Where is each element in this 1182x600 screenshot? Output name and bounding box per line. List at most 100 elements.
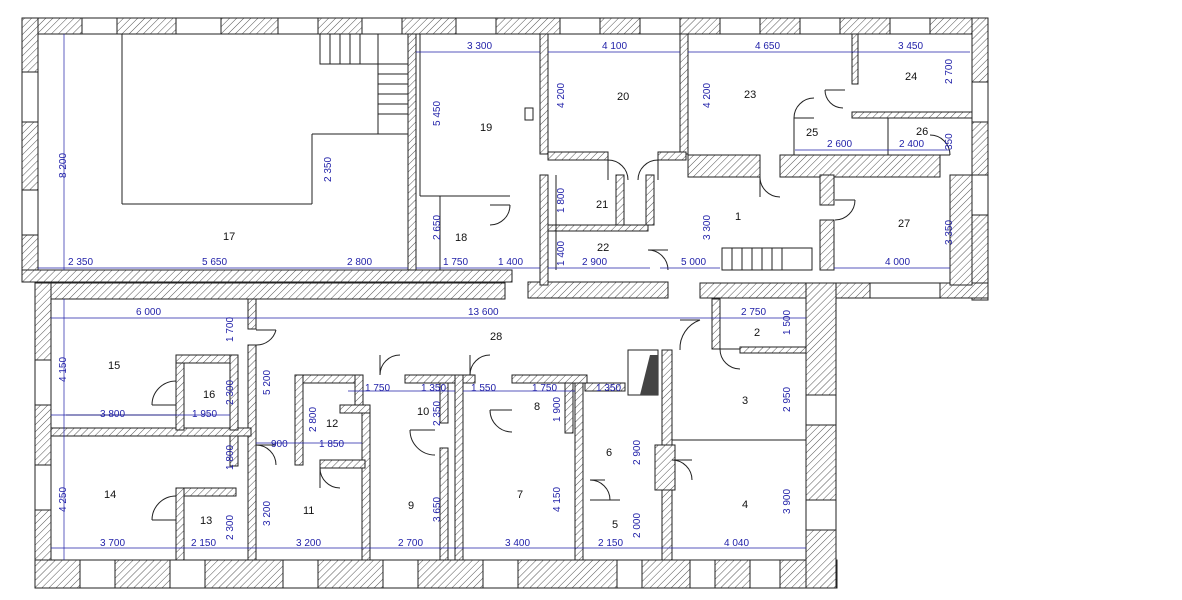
dimension-label: 2 650: [432, 215, 443, 240]
room-label-22: 22: [597, 242, 609, 254]
dimension-label: 2 900: [632, 440, 643, 465]
dimension-label: 2 800: [347, 257, 372, 268]
dimension-label: 1 350: [596, 383, 621, 394]
dimension-label: 2 350: [432, 401, 443, 426]
dimension-label: 4 200: [556, 83, 567, 108]
dimension-label: 1 800: [225, 445, 236, 470]
dimension-label: 1 400: [498, 257, 523, 268]
dimension-label: 2 750: [741, 307, 766, 318]
dimension-label: 2 150: [598, 538, 623, 549]
staircase-upper: [319, 33, 409, 135]
dimension-label: 2 000: [632, 513, 643, 538]
dimension-labels-horizontal: 3 300 4 100 4 650 3 450 2 600 2 400 2 35…: [68, 41, 924, 549]
room-label-3: 3: [742, 395, 748, 407]
dimension-lines: [38, 34, 970, 560]
doors: [151, 89, 951, 521]
dimension-label: 3 300: [702, 215, 713, 240]
room-label-2: 2: [754, 327, 760, 339]
dimension-label: 5 450: [432, 101, 443, 126]
dimension-label: 1 750: [532, 383, 557, 394]
dimension-label: 1 750: [443, 257, 468, 268]
dimension-label: 1 400: [556, 241, 567, 266]
interior-walls-lower: [50, 298, 807, 561]
dimension-label: 3 300: [467, 41, 492, 52]
dimension-label: 3 700: [100, 538, 125, 549]
dimension-label: 4 200: [702, 83, 713, 108]
exterior-walls: [21, 17, 989, 589]
dimension-label: 3 400: [505, 538, 530, 549]
room-label-25: 25: [806, 127, 818, 139]
dimension-label: 2 350: [323, 157, 334, 182]
dimension-label: 1 500: [782, 310, 793, 335]
dimension-label: 1 800: [556, 188, 567, 213]
dimension-label: 2 400: [899, 139, 924, 150]
dimension-label: 6 000: [136, 307, 161, 318]
dimension-label: 2 600: [827, 139, 852, 150]
room-label-17: 17: [223, 231, 235, 243]
room-label-5: 5: [612, 519, 618, 531]
dimension-label: 3 450: [898, 41, 923, 52]
room-label-21: 21: [596, 199, 608, 211]
dimension-label: 1 750: [365, 383, 390, 394]
room-label-14: 14: [104, 489, 116, 501]
dimension-label: 2 950: [782, 387, 793, 412]
dimension-label: 1 900: [552, 397, 563, 422]
room-label-28: 28: [490, 331, 502, 343]
room-label-19: 19: [480, 122, 492, 134]
room-label-24: 24: [905, 71, 917, 83]
room-label-6: 6: [606, 447, 612, 459]
room-label-9: 9: [408, 500, 414, 512]
windows: [21, 17, 989, 589]
dimension-label: 1 950: [192, 409, 217, 420]
dimension-label: 3 800: [100, 409, 125, 420]
dimension-label: 4 150: [58, 357, 69, 382]
interior-walls-upper: [407, 33, 973, 286]
dimension-label: 4 650: [755, 41, 780, 52]
dimension-label: 2 700: [944, 59, 955, 84]
room-label-18: 18: [455, 232, 467, 244]
dimension-label: 3 200: [262, 501, 273, 526]
dimension-label: 2 900: [582, 257, 607, 268]
dimension-label: 5 000: [681, 257, 706, 268]
dimension-label: 2 800: [308, 407, 319, 432]
dimension-label: 4 150: [552, 487, 563, 512]
dimension-label: 4 100: [602, 41, 627, 52]
room-labels: 1 2 3 4 5 6 7 8 9 10 11 12 13 14 15 16 1…: [104, 71, 928, 531]
room-label-10: 10: [417, 406, 429, 418]
staircase-lower: [721, 247, 813, 271]
dimension-label: 4 250: [58, 487, 69, 512]
room-label-15: 15: [108, 360, 120, 372]
room-label-16: 16: [203, 389, 215, 401]
dimension-label: 2 300: [225, 515, 236, 540]
room-label-11: 11: [303, 505, 314, 517]
upper-thin-lines: [121, 34, 889, 270]
room-label-27: 27: [898, 218, 910, 230]
room-label-8: 8: [534, 401, 540, 413]
dimension-label: 2 700: [398, 538, 423, 549]
dimension-label: 900: [271, 439, 288, 450]
dimension-label: 350: [944, 133, 955, 150]
room-label-7: 7: [517, 489, 523, 501]
dimension-label: 3 900: [782, 489, 793, 514]
dimension-label: 5 650: [202, 257, 227, 268]
dimension-label: 1 700: [225, 317, 236, 342]
dimension-label: 1 850: [319, 439, 344, 450]
room-label-13: 13: [200, 515, 212, 527]
dimension-labels-vertical: 2 700 5 450 4 200 4 200 8 200 2 350 350 …: [58, 59, 955, 540]
dimension-label: 3 350: [944, 220, 955, 245]
dimension-label: 2 150: [191, 538, 216, 549]
room-label-26: 26: [916, 126, 928, 138]
dimension-label: 13 600: [468, 307, 499, 318]
dimension-label: 5 200: [262, 370, 273, 395]
dimension-label: 2 350: [68, 257, 93, 268]
room-label-20: 20: [617, 91, 629, 103]
dimension-label: 4 000: [885, 257, 910, 268]
room-label-4: 4: [742, 499, 748, 511]
dimension-label: 3 650: [432, 497, 443, 522]
dimension-label: 2 300: [225, 380, 236, 405]
dimension-label: 8 200: [58, 153, 69, 178]
room-label-23: 23: [744, 89, 756, 101]
room-label-1: 1: [735, 211, 741, 223]
dimension-label: 3 200: [296, 538, 321, 549]
